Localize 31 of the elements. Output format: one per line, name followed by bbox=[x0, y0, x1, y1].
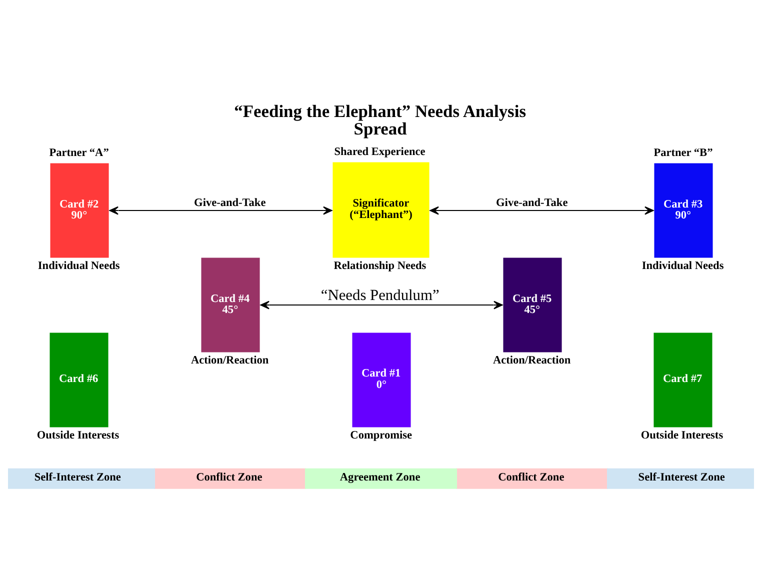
edge-label: “Needs Pendulum” bbox=[320, 286, 440, 304]
node-label: Partner “A” bbox=[49, 146, 109, 158]
arrow bbox=[430, 206, 654, 214]
node-box: Card #4 45° bbox=[201, 257, 260, 352]
node-box: Self-Interest Zone bbox=[8, 468, 156, 488]
node-box: Card #5 45° bbox=[503, 257, 562, 352]
node-label: Partner “B” bbox=[654, 146, 713, 158]
node-box: Card #7 bbox=[654, 332, 712, 427]
arrow bbox=[109, 206, 332, 214]
node-label: Action/Reaction bbox=[492, 354, 571, 366]
node-box: Card #6 bbox=[50, 332, 108, 427]
node-box: Conflict Zone bbox=[154, 468, 306, 488]
edge-label: Give-and-Take bbox=[194, 196, 266, 209]
arrow bbox=[260, 300, 503, 309]
node-label: Outside Interests bbox=[36, 428, 120, 441]
node-box: Card #1 0° bbox=[352, 332, 411, 427]
node-box: Card #3 90° bbox=[654, 162, 713, 258]
diagram-title: “Feeding the Elephant” Needs Analysis Spread bbox=[234, 100, 526, 138]
node-label: Relationship Needs bbox=[334, 259, 426, 272]
node-label: Action/Reaction bbox=[190, 354, 269, 366]
node-label: Individual Needs bbox=[642, 259, 724, 272]
node-label: Individual Needs bbox=[38, 259, 120, 272]
node-box: Self-Interest Zone bbox=[606, 468, 754, 488]
node-box: Conflict Zone bbox=[456, 468, 608, 488]
edge-label: Give-and-Take bbox=[496, 196, 568, 209]
node-label: Outside Interests bbox=[640, 428, 724, 441]
node-label: Shared Experience bbox=[334, 145, 426, 158]
node-box: Significator (“Elephant”) bbox=[332, 162, 430, 258]
node-box: Card #2 90° bbox=[50, 162, 109, 258]
node-label: Compromise bbox=[350, 428, 412, 441]
node-box: Agreement Zone bbox=[305, 468, 457, 488]
